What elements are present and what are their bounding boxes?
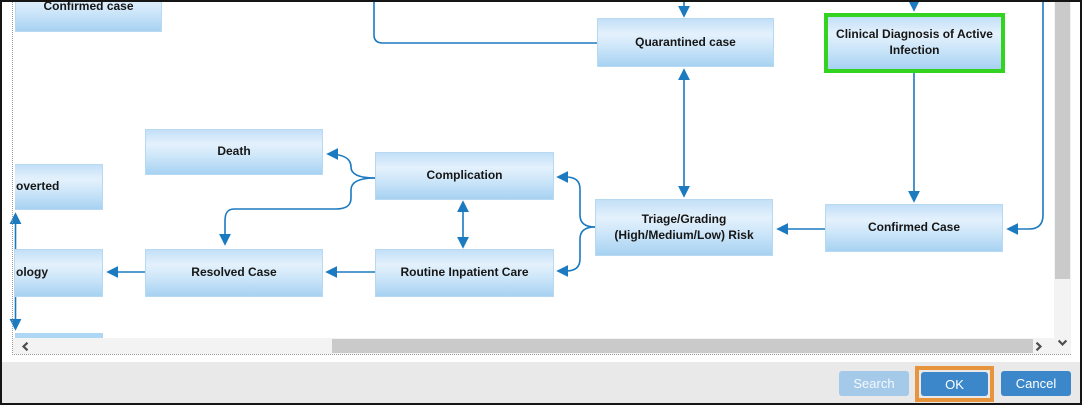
horizontal-scrollbar-thumb[interactable] xyxy=(332,339,1033,353)
node-complication[interactable]: Complication xyxy=(375,152,554,200)
node-triage-grading-risk[interactable]: Triage/Grading (High/Medium/Low) Risk xyxy=(595,199,773,256)
node-confirmed-case[interactable]: Confirmed Case xyxy=(825,204,1003,252)
node-quarantined-case[interactable]: Quarantined case xyxy=(597,18,774,67)
vertical-scrollbar-thumb[interactable] xyxy=(1055,2,1070,279)
chevron-left-icon xyxy=(21,341,28,351)
scroll-down-button[interactable] xyxy=(1054,331,1071,353)
node-ology-partial[interactable]: ology xyxy=(15,249,103,297)
node-label: Routine Inpatient Care xyxy=(400,265,529,280)
node-routine-inpatient-care[interactable]: Routine Inpatient Care xyxy=(375,249,554,297)
node-label: Complication xyxy=(426,168,503,183)
viewport-border-left xyxy=(12,2,13,355)
node-death[interactable]: Death xyxy=(145,129,323,175)
node-label: overted xyxy=(16,179,60,194)
node-label: Death xyxy=(217,144,251,159)
node-label: Clinical Diagnosis of Active Infection xyxy=(836,27,993,57)
viewport-border-bottom xyxy=(12,354,1071,355)
node-label: Resolved Case xyxy=(191,265,277,280)
node-label: Quarantined case xyxy=(635,34,736,49)
scroll-left-button[interactable] xyxy=(13,338,37,354)
cancel-button[interactable]: Cancel xyxy=(1001,371,1071,396)
ok-button[interactable]: OK xyxy=(921,372,988,396)
node-label: Triage/Grading (High/Medium/Low) Risk xyxy=(614,211,754,242)
search-button[interactable]: Search xyxy=(839,371,909,396)
chevron-right-icon xyxy=(1035,341,1042,351)
node-clinical-diagnosis-active-infection[interactable]: Clinical Diagnosis of Active Infection xyxy=(824,13,1005,73)
node-resolved-case[interactable]: Resolved Case xyxy=(145,249,323,297)
vertical-scrollbar[interactable] xyxy=(1054,2,1071,354)
node-label: Confirmed case xyxy=(43,0,134,14)
node-confirmed-case-top[interactable]: Confirmed case xyxy=(15,0,162,32)
chevron-down-icon xyxy=(1057,339,1068,346)
horizontal-scrollbar[interactable] xyxy=(13,338,1054,354)
node-label: Confirmed Case xyxy=(867,220,961,235)
node-converted-partial[interactable]: overted xyxy=(15,164,103,210)
footer-bar: Search OK Cancel xyxy=(2,362,1080,403)
node-hidden-bottom-left[interactable] xyxy=(15,333,103,340)
scroll-right-button[interactable] xyxy=(1026,338,1050,354)
node-label: ology xyxy=(16,265,48,280)
ok-button-highlight-ring: OK xyxy=(915,366,994,402)
